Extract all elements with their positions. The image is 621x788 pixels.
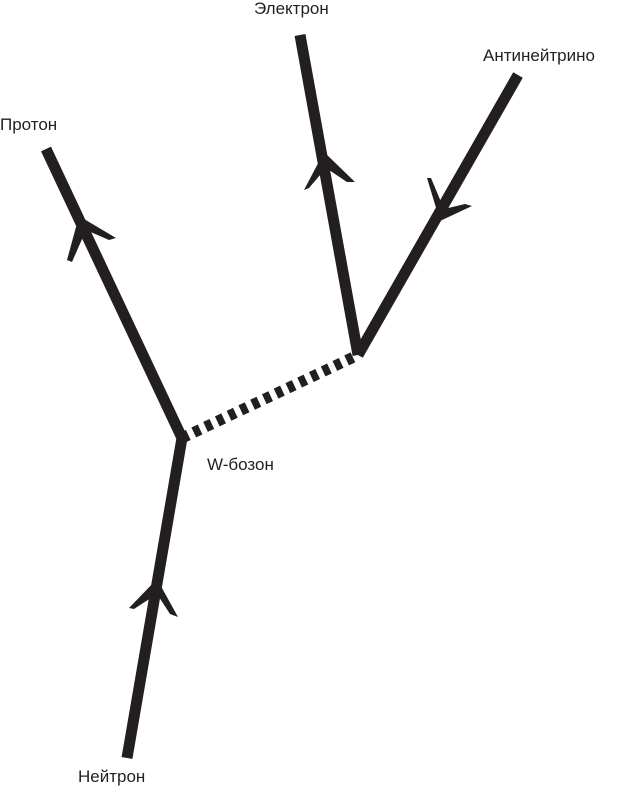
neutron-label: Нейтрон [78,767,145,786]
w-boson-label: W-бозон [207,455,274,474]
antineutrino-arrow-icon [427,178,472,221]
electron-line [294,34,364,356]
antineutrino-line [353,72,523,358]
neutron-line [121,437,188,759]
electron-arrow-icon [304,152,355,190]
neutron-arrow-icon [129,579,178,617]
antineutrino-label: Антинейтрино [483,46,595,65]
proton-label: Протон [0,115,57,134]
w-boson-line [179,350,361,443]
proton-arrow-icon [67,216,116,262]
proton-line [41,146,187,441]
electron-label: Электрон [254,0,329,18]
